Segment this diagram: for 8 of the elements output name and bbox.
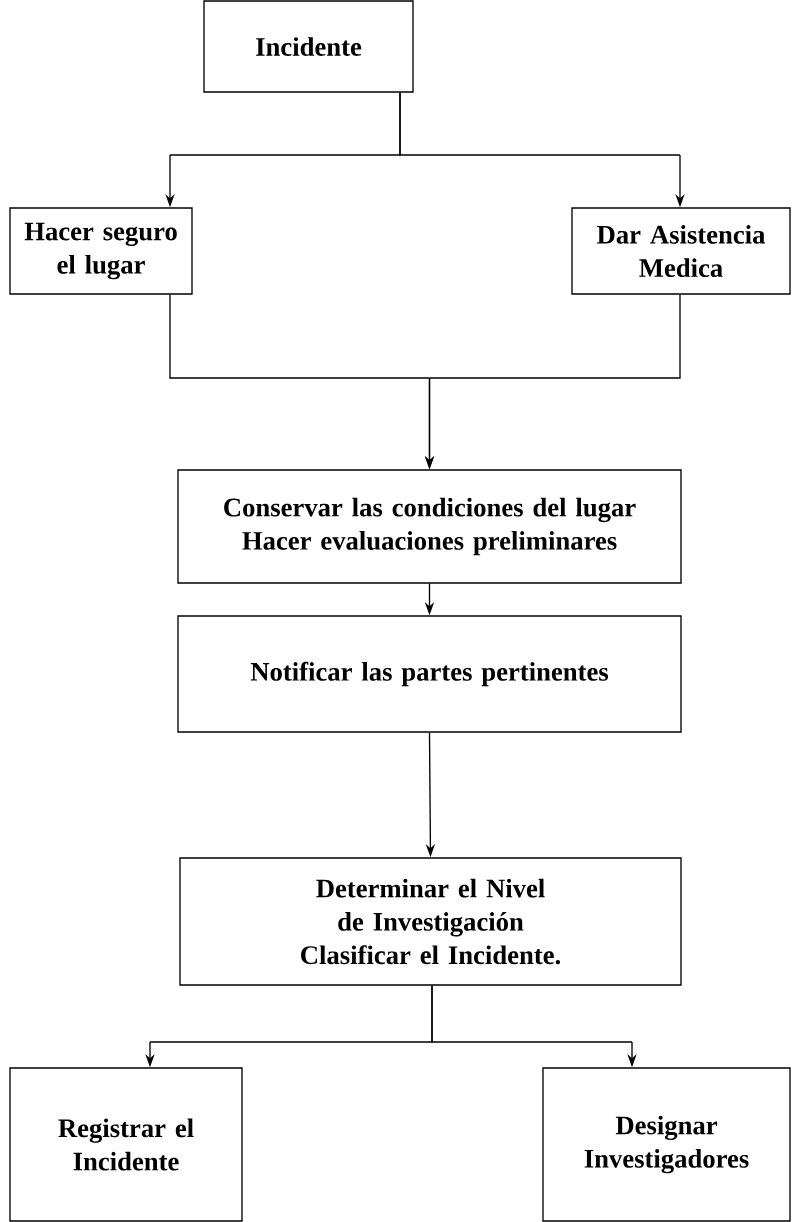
process-box: Conservar las condiciones del lugar Hacer evaluaciones preliminares	[177, 469, 682, 584]
process-box: Dar Asistencia Medica	[571, 207, 791, 295]
process-box: Designar Investigadores	[542, 1067, 791, 1222]
process-box: Incidente	[203, 0, 414, 93]
process-box: Registrar el Incidente	[9, 1067, 243, 1222]
process-box: Hacer seguro el lugar	[9, 207, 193, 295]
process-box: Notificar las partes pertinentes	[177, 615, 682, 733]
process-box: Determinar el Nivel de Investigación Clasificar el Incidente.	[179, 857, 682, 986]
